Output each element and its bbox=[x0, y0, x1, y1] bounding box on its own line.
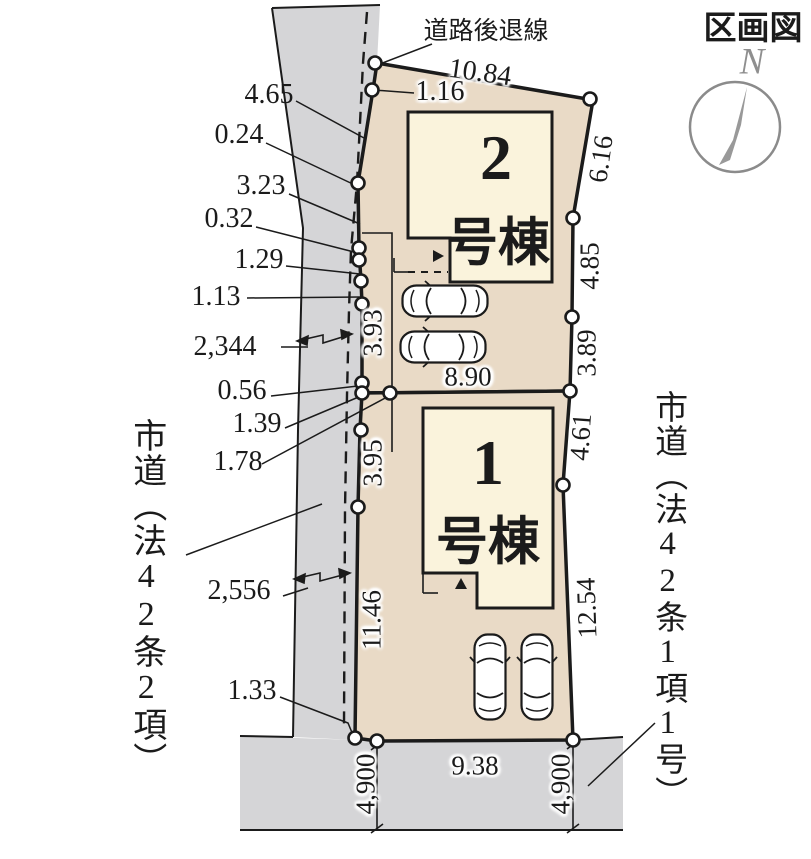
dim-right-461: 4.61 bbox=[563, 412, 598, 462]
vertex-markers bbox=[347, 55, 598, 749]
car-icon bbox=[401, 279, 489, 323]
building-1-entrance-arrow-icon bbox=[455, 578, 467, 589]
car-icon bbox=[515, 633, 559, 721]
building-1-name: 号棟 bbox=[435, 514, 541, 572]
dim-strip-395: 3.95 bbox=[357, 439, 388, 487]
dim-top-offset: 1.16 bbox=[415, 76, 465, 107]
lot-internal-lines bbox=[362, 232, 438, 594]
dim-right-389: 3.89 bbox=[571, 329, 602, 377]
dim-left-113: 1.13 bbox=[191, 281, 241, 312]
dim-left-139: 1.39 bbox=[232, 408, 282, 439]
car-icon bbox=[468, 633, 512, 721]
road-width-arrows bbox=[281, 328, 355, 597]
dim-left-056: 0.56 bbox=[217, 375, 267, 406]
dim-road-4900-right: 4,900 bbox=[545, 753, 576, 815]
road-outlines bbox=[239, 4, 624, 831]
building-1-footprint bbox=[421, 406, 555, 610]
page-title: 区画図 bbox=[703, 9, 803, 46]
building-1-number: 1 bbox=[472, 427, 504, 498]
dim-left-178: 1.78 bbox=[213, 446, 263, 477]
dim-right-616: 6.16 bbox=[582, 133, 619, 185]
dim-right-1254: 12.54 bbox=[570, 577, 603, 639]
dim-road-4900-left: 4,900 bbox=[350, 753, 381, 815]
dim-right-485: 4.85 bbox=[574, 242, 605, 290]
road-left-label: 市道（法42条2項） bbox=[127, 418, 165, 777]
dim-left-032: 0.32 bbox=[204, 203, 254, 234]
road-setback-dashed-line bbox=[342, 11, 369, 726]
building-2-name: 号棟 bbox=[445, 215, 551, 273]
dim-left-323: 3.23 bbox=[236, 170, 286, 201]
dim-left-024: 0.24 bbox=[214, 119, 264, 150]
building-2-footprint bbox=[406, 110, 554, 284]
road-right-label: 市道（法42条1項1号） bbox=[649, 390, 686, 810]
dim-strip-1146: 11.46 bbox=[356, 590, 387, 650]
building-2-number: 2 bbox=[480, 122, 512, 193]
dim-parking2-890: 8.90 bbox=[444, 361, 492, 392]
dim-frontage-938: 9.38 bbox=[451, 750, 499, 781]
setback-line-label: 道路後退線 bbox=[423, 18, 549, 45]
building-2-entrance-arrow-icon bbox=[433, 250, 444, 262]
dim-strip-393: 3.93 bbox=[357, 309, 388, 357]
compass-icon bbox=[688, 80, 782, 174]
compass-north-label: N bbox=[739, 41, 765, 83]
dim-left-129: 1.29 bbox=[234, 244, 284, 275]
leader-lines bbox=[185, 43, 656, 787]
dim-left-465: 4.65 bbox=[244, 79, 294, 110]
dim-road-width-2556: 2,556 bbox=[207, 575, 271, 606]
road-bottom-area bbox=[240, 736, 623, 830]
dim-road-width-2344: 2,344 bbox=[193, 331, 257, 362]
dim-left-133: 1.33 bbox=[227, 675, 277, 706]
